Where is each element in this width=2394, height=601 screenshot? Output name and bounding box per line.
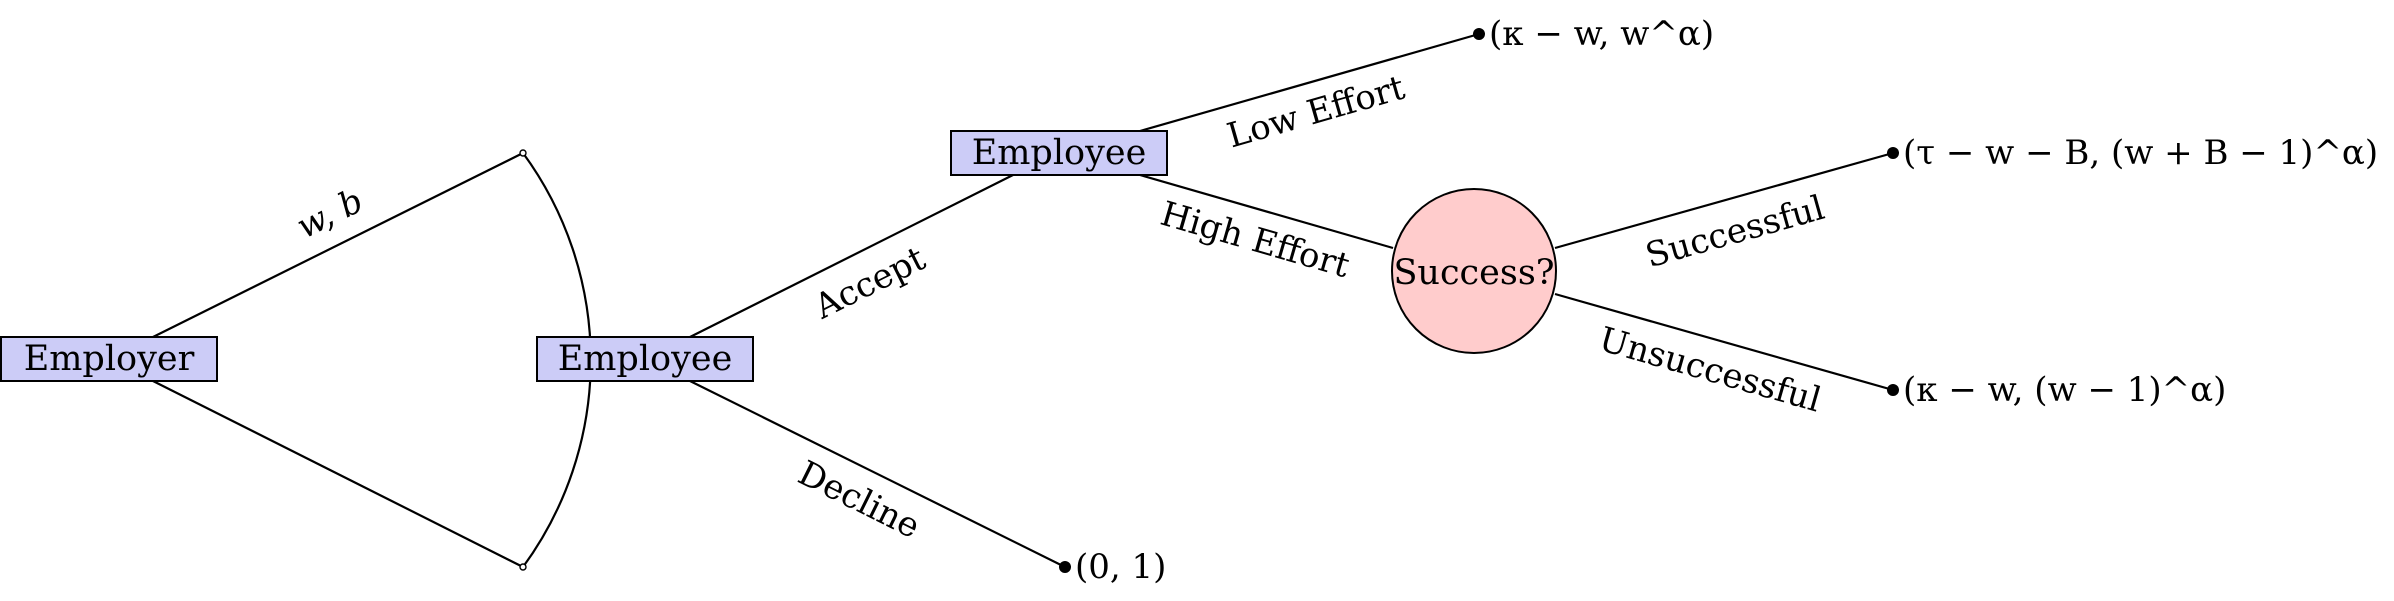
- offer-lower-end-dot: [519, 563, 527, 571]
- leaf-dot-successful: [1887, 147, 1899, 159]
- payoff-decline: (0, 1): [1075, 547, 1166, 587]
- payoff-successful: (τ − w − B, (w + B − 1)^α): [1903, 133, 2378, 173]
- leaf-dot-low-effort: [1473, 28, 1485, 40]
- node-employer: Employer: [0, 336, 218, 382]
- node-employee-offer-label: Employee: [558, 339, 733, 379]
- edge-unsuccessful: [1554, 292, 1894, 392]
- edge-decline: [689, 380, 1066, 568]
- edge-label-successful: Successful: [1641, 188, 1829, 276]
- node-employee-effort-label: Employee: [972, 133, 1147, 173]
- edge-label-unsuccessful: Unsuccessful: [1595, 319, 1826, 420]
- edge-offer-lower: [152, 380, 524, 568]
- leaf-dot-decline: [1059, 561, 1071, 573]
- node-employer-label: Employer: [24, 339, 195, 379]
- edge-label-decline: Decline: [792, 453, 926, 547]
- edge-accept: [689, 174, 1014, 338]
- edge-high-effort: [1139, 173, 1394, 250]
- payoff-low-effort: (κ − w, w^α): [1489, 14, 1714, 54]
- edge-low-effort: [1139, 32, 1480, 133]
- node-chance-label: Success?: [1393, 253, 1554, 293]
- node-chance: Success?: [1391, 188, 1557, 354]
- edge-label-offer: w, b: [290, 181, 369, 247]
- edge-label-accept: Accept: [807, 239, 932, 328]
- node-employee-effort: Employee: [950, 130, 1168, 176]
- node-employee-offer: Employee: [536, 336, 754, 382]
- offer-upper-end-dot: [519, 149, 527, 157]
- leaf-dot-unsuccessful: [1887, 384, 1899, 396]
- edge-successful: [1554, 151, 1894, 250]
- payoff-unsuccessful: (κ − w, (w − 1)^α): [1903, 370, 2226, 410]
- edge-offer-upper: [152, 152, 524, 338]
